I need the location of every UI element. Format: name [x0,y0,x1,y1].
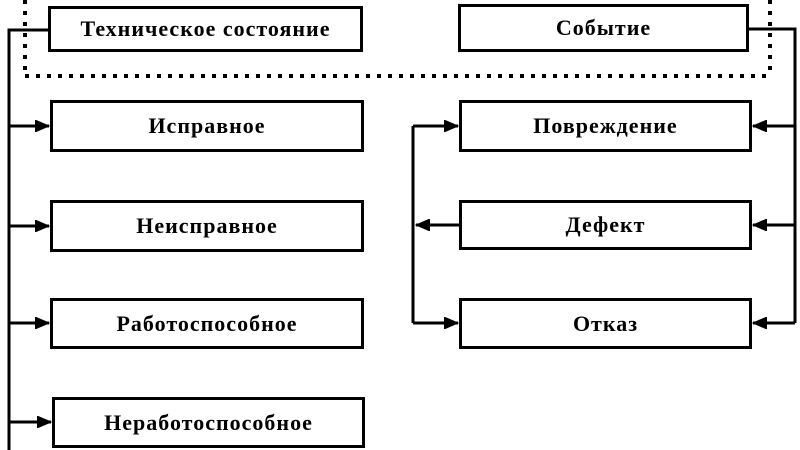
box-operable: Работоспособное [50,298,364,349]
box-defect: Дефект [459,200,752,250]
box-inoperable: Неработоспособное [52,397,365,448]
box-damage: Повреждение [459,100,752,152]
connector-technical-state-tree [7,28,51,450]
connector-defect-links [411,126,460,323]
box-faulty-label: Неисправное [136,213,278,238]
box-technical-state: Техническое состояние [48,6,363,52]
box-failure-label: Отказ [572,310,639,336]
box-event-label: Событие [555,15,652,40]
box-operable-label: Работоспособное [116,310,298,336]
box-serviceable-label: Исправное [148,113,266,138]
box-faulty: Неисправное [50,200,364,252]
connector-event-tree [749,27,797,323]
box-event: Событие [458,4,749,52]
left-bus-line [7,28,48,450]
box-failure: Отказ [459,298,752,349]
box-defect-label: Дефект [565,212,646,237]
dotted-boundary [23,0,772,78]
box-technical-state-label: Техническое состояние [80,16,331,41]
box-damage-label: Повреждение [533,113,678,138]
box-serviceable: Исправное [50,100,364,152]
box-inoperable-label: Неработоспособное [104,409,313,435]
right-bus-line [749,27,797,323]
